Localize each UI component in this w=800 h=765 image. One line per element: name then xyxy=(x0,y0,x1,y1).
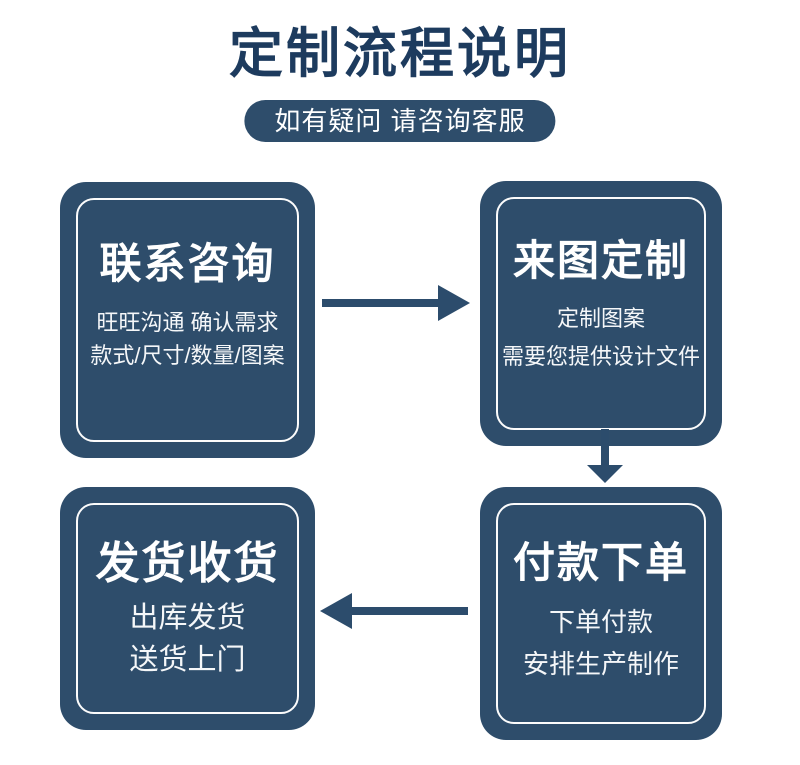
step-detail-line: 款式/尺寸/数量/图案 xyxy=(90,342,285,368)
step-details: 定制图案 需要您提供设计文件 xyxy=(502,306,700,369)
step-title: 发货收货 xyxy=(95,539,280,588)
step-details: 旺旺沟通 确认需求 款式/尺寸/数量/图案 xyxy=(90,309,285,368)
step-detail-line: 下单付款 xyxy=(548,606,653,637)
step-detail-line: 定制图案 xyxy=(556,306,645,331)
service-note-label: 如有疑问 请咨询客服 xyxy=(274,106,526,136)
step-detail-line: 安排生产制作 xyxy=(522,648,679,679)
arrow-left-icon xyxy=(320,593,468,629)
step-title: 来图定制 xyxy=(512,237,689,284)
step-detail-line: 旺旺沟通 确认需求 xyxy=(96,309,279,335)
step-detail-line: 出库发货 xyxy=(129,602,246,634)
step-box-custom-artwork: 来图定制 定制图案 需要您提供设计文件 xyxy=(480,181,722,446)
step-detail-line: 需要您提供设计文件 xyxy=(501,344,700,369)
step-details: 出库发货 送货上门 xyxy=(129,603,245,676)
step-box-payment: 付款下单 下单付款 安排生产制作 xyxy=(480,487,722,740)
arrow-right-icon xyxy=(322,285,470,321)
step-box-contact: 联系咨询 旺旺沟通 确认需求 款式/尺寸/数量/图案 xyxy=(60,182,315,458)
step-details: 下单付款 安排生产制作 xyxy=(523,608,679,678)
step-title: 付款下单 xyxy=(512,538,689,586)
arrow-down-icon xyxy=(587,429,623,483)
service-note-badge: 如有疑问 请咨询客服 xyxy=(244,100,556,142)
page-title: 定制流程说明 xyxy=(229,24,571,84)
step-title: 联系咨询 xyxy=(99,239,276,287)
step-box-delivery: 发货收货 出库发货 送货上门 xyxy=(60,487,315,730)
step-detail-line: 送货上门 xyxy=(129,644,246,676)
